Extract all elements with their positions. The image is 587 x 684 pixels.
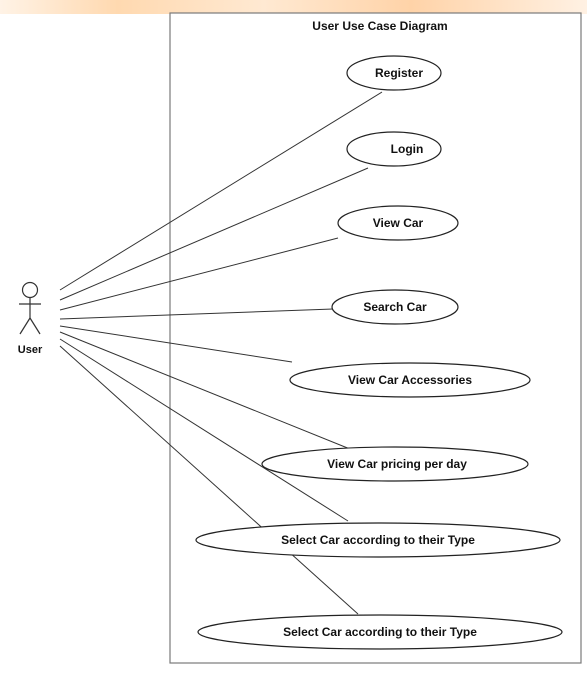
use-case-label: Login — [391, 142, 424, 156]
use-case-label: View Car Accessories — [348, 373, 472, 387]
association-select-car-type-2 — [59, 345, 359, 615]
actor-user: User — [18, 281, 43, 356]
system-boundary — [169, 12, 582, 664]
use-case-label: Select Car according to their Type — [283, 625, 477, 639]
top-decorative-strip — [0, 0, 587, 14]
actor-right-leg — [29, 317, 41, 335]
actor-head — [21, 281, 39, 299]
actor-left-leg — [19, 317, 31, 335]
use-case-label: Select Car according to their Type — [281, 533, 475, 547]
association-select-car-type-1 — [59, 338, 349, 522]
use-case-register: Register — [346, 55, 442, 91]
use-case-select-car-type-2: Select Car according to their Type — [197, 614, 563, 650]
use-case-view-car-pricing: View Car pricing per day — [261, 446, 529, 482]
use-case-view-car-accessories: View Car Accessories — [289, 362, 531, 398]
use-case-view-car: View Car — [337, 205, 459, 241]
association-login — [59, 167, 369, 301]
diagram-title: User Use Case Diagram — [312, 19, 447, 33]
actor-label: User — [18, 344, 43, 356]
associations — [59, 91, 383, 615]
association-register — [59, 91, 383, 291]
use-case-login: Login — [346, 131, 442, 167]
association-search-car — [59, 308, 334, 320]
association-view-car-pricing — [59, 331, 351, 450]
association-view-car-accessories — [59, 325, 293, 363]
association-view-car — [59, 237, 339, 311]
use-case-label: Search Car — [363, 300, 427, 314]
use-case-search-car: Search Car — [331, 289, 459, 325]
use-cases: Register Login View Car Search Car View … — [195, 55, 563, 650]
use-case-label: View Car — [373, 216, 424, 230]
use-case-label: Register — [375, 66, 423, 80]
use-case-select-car-type-1: Select Car according to their Type — [195, 522, 561, 558]
use-case-label: View Car pricing per day — [327, 457, 467, 471]
